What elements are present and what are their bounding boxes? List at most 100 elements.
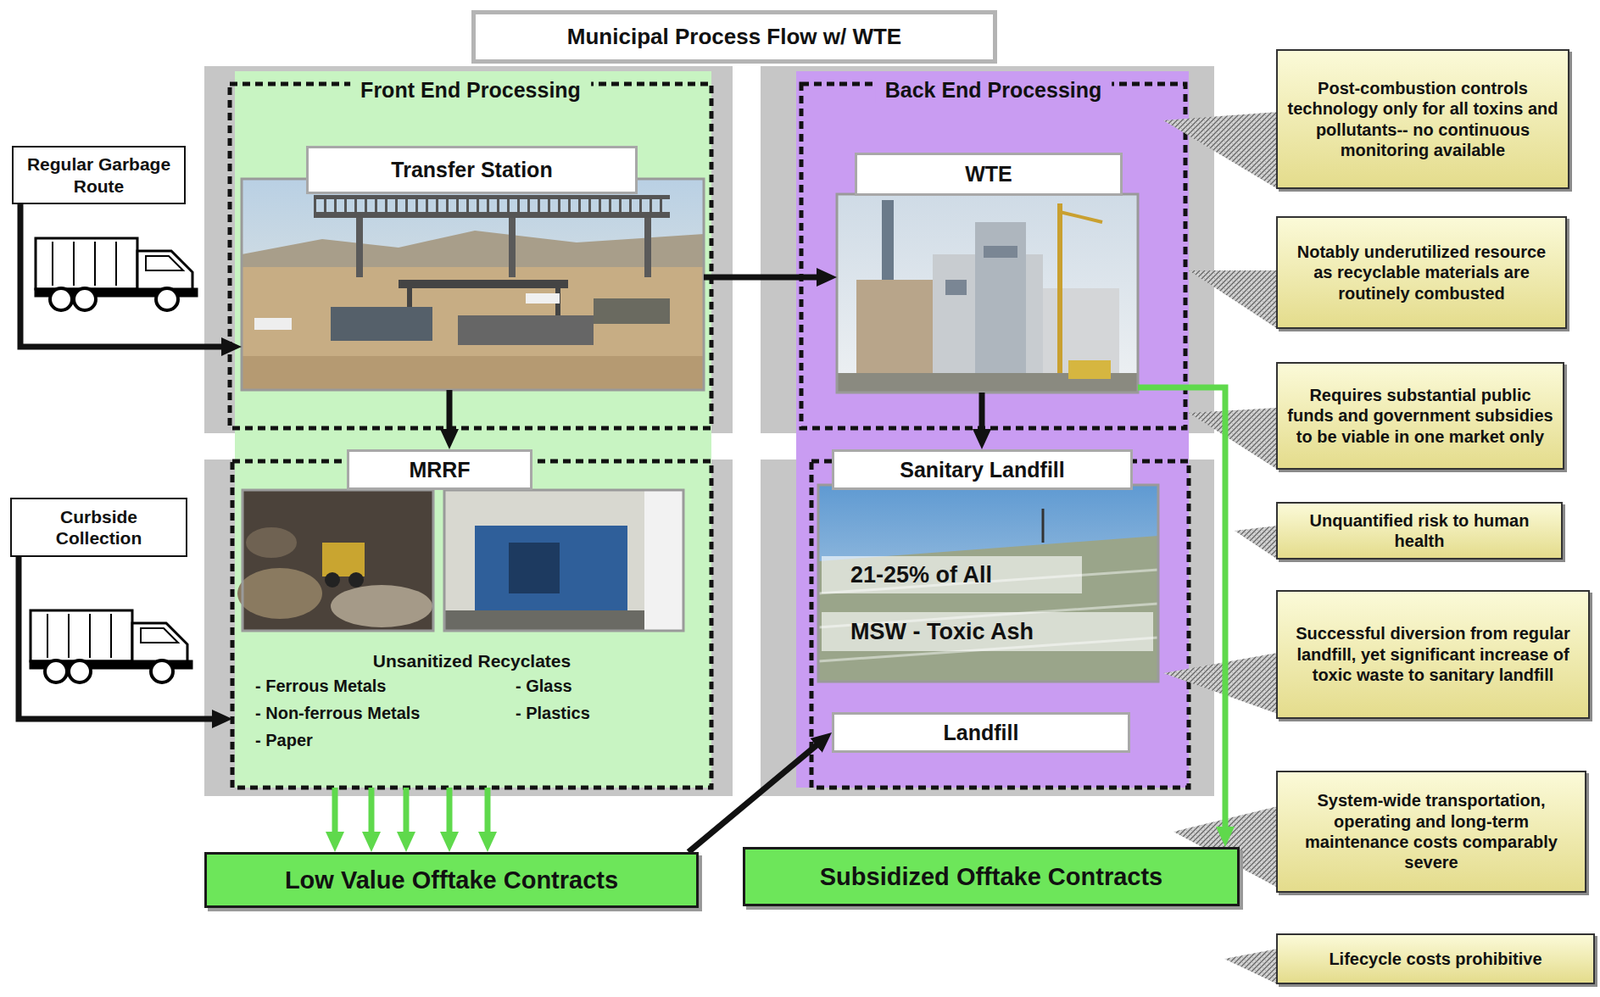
mrrf-photo xyxy=(508,542,560,594)
dashed-frame xyxy=(801,83,1186,429)
node-text: Notably underutilized resource as recycl… xyxy=(1286,241,1557,304)
transfer-station-photo xyxy=(508,217,516,278)
garbage-truck xyxy=(140,628,179,643)
transfer-station-photo xyxy=(525,293,560,304)
flow-arrow xyxy=(485,787,491,841)
process-stage: WTE xyxy=(836,152,1138,393)
disposal-box: Landfill xyxy=(831,712,1131,753)
disposal-stage: Sanitary Landfill21-25% of AllMSW - Toxi… xyxy=(818,449,1159,682)
wte-plant-photo xyxy=(983,245,1018,258)
garbage-truck xyxy=(50,288,73,311)
source-box: Regular Garbage Route xyxy=(11,145,186,205)
list-item: - Non-ferrous Metals xyxy=(255,702,510,725)
stage-label: Sanitary Landfill xyxy=(831,449,1133,491)
region-heading: Front End Processing xyxy=(350,77,591,103)
garbage-truck xyxy=(145,256,184,271)
node-text: Regular Garbage Route xyxy=(22,153,176,196)
flow-arrow xyxy=(446,787,453,841)
callout-box: Post-combustion controls technology only… xyxy=(1276,49,1570,190)
mrrf-photo xyxy=(237,490,684,631)
region-heading: Back End Processing xyxy=(875,77,1113,103)
mrrf-photo xyxy=(444,610,645,631)
garbage-truck xyxy=(150,660,173,683)
overlay-text: MSW - Toxic Ash xyxy=(821,612,1154,652)
callout-pointer xyxy=(1163,111,1278,190)
panel-ground xyxy=(204,66,1215,797)
flow-arrow xyxy=(403,787,410,841)
callout-pointer xyxy=(1234,525,1278,560)
wte-plant-photo xyxy=(1059,211,1103,223)
node-text: Lifecycle costs prohibitive xyxy=(1328,948,1542,970)
landfill-photo xyxy=(818,485,1159,682)
flow-arrow xyxy=(979,392,986,438)
callout-pointer xyxy=(1188,270,1278,329)
mrrf-photo xyxy=(474,525,628,619)
callout-pointer xyxy=(1163,652,1278,714)
wte-plant-photo xyxy=(945,279,967,296)
callout-box: System-wide transportation, operating an… xyxy=(1276,770,1587,893)
node-text: Successful diversion from regular landfi… xyxy=(1286,623,1580,686)
callout-box: Notably underutilized resource as recycl… xyxy=(1276,216,1567,329)
garbage-truck xyxy=(30,610,133,662)
transfer-station-photo xyxy=(313,211,670,218)
process-region: Back End ProcessingWTE xyxy=(801,83,1186,429)
mrrf-photo xyxy=(322,542,365,577)
transfer-station-photo xyxy=(241,178,704,391)
wte-plant-photo xyxy=(836,194,1138,393)
wte-plant-photo xyxy=(836,194,1138,393)
stage-label: Transfer Station xyxy=(306,145,638,195)
offtake-box: Subsidized Offtake Contracts xyxy=(742,847,1240,907)
flow-arrow xyxy=(446,390,453,438)
wte-plant-photo xyxy=(975,222,1026,392)
landfill-photo xyxy=(818,535,1159,682)
mrrf-photo xyxy=(330,585,433,628)
mrrf-photo xyxy=(644,490,684,631)
node-text: Subsidized Offtake Contracts xyxy=(819,863,1163,892)
mrrf-photo xyxy=(245,527,297,558)
process-region: Front End ProcessingTransfer Station xyxy=(229,83,712,429)
garbage-truck xyxy=(30,610,192,683)
mrrf-photo xyxy=(237,568,323,619)
mrrf-photo xyxy=(444,490,684,631)
transfer-station-photo xyxy=(241,356,704,391)
list-item: - Glass xyxy=(515,674,686,697)
list-item: - Paper xyxy=(255,729,476,752)
dashed-frame xyxy=(229,83,1189,788)
landfill-photo xyxy=(818,485,1159,682)
garbage-truck xyxy=(52,241,117,286)
process-stage: Transfer Station xyxy=(241,145,704,391)
callout-pointer xyxy=(1224,948,1278,985)
stage-label: WTE xyxy=(854,152,1123,196)
list-item: - Plastics xyxy=(515,702,686,725)
garbage-truck xyxy=(68,660,91,683)
mrrf-photo xyxy=(242,490,434,631)
garbage-truck xyxy=(35,238,197,311)
landfill-photo xyxy=(1042,508,1045,543)
garbage-truck xyxy=(35,238,138,290)
callout-box: Unquantified risk to human health xyxy=(1276,501,1563,560)
stage-label: Unsanitized Recyclates xyxy=(232,649,712,674)
transfer-station-photo xyxy=(241,178,704,391)
flow-arrow xyxy=(18,557,221,720)
transfer-station-photo xyxy=(254,317,292,330)
garbage-truck xyxy=(47,613,112,658)
node-text: Post-combustion controls technology only… xyxy=(1286,78,1560,162)
node-text: System-wide transportation, operating an… xyxy=(1286,790,1577,874)
callout-pointer xyxy=(1188,407,1278,470)
callout-box: Lifecycle costs prohibitive xyxy=(1276,933,1595,985)
node-text: Curbside Collection xyxy=(20,506,178,549)
flow-arrow xyxy=(688,740,823,853)
wte-plant-photo xyxy=(1068,360,1111,380)
transfer-station-photo xyxy=(241,178,704,391)
garbage-truck xyxy=(73,288,96,311)
garbage-truck xyxy=(156,288,179,311)
transfer-station-photo xyxy=(644,217,652,278)
flow-arrow xyxy=(1137,387,1226,836)
wte-plant-photo xyxy=(1057,203,1063,391)
mrrf-photo xyxy=(444,490,684,631)
node-text: Unquantified risk to human health xyxy=(1286,510,1553,552)
node-text: Requires substantial public funds and go… xyxy=(1286,384,1555,447)
transfer-station-photo xyxy=(457,315,594,346)
